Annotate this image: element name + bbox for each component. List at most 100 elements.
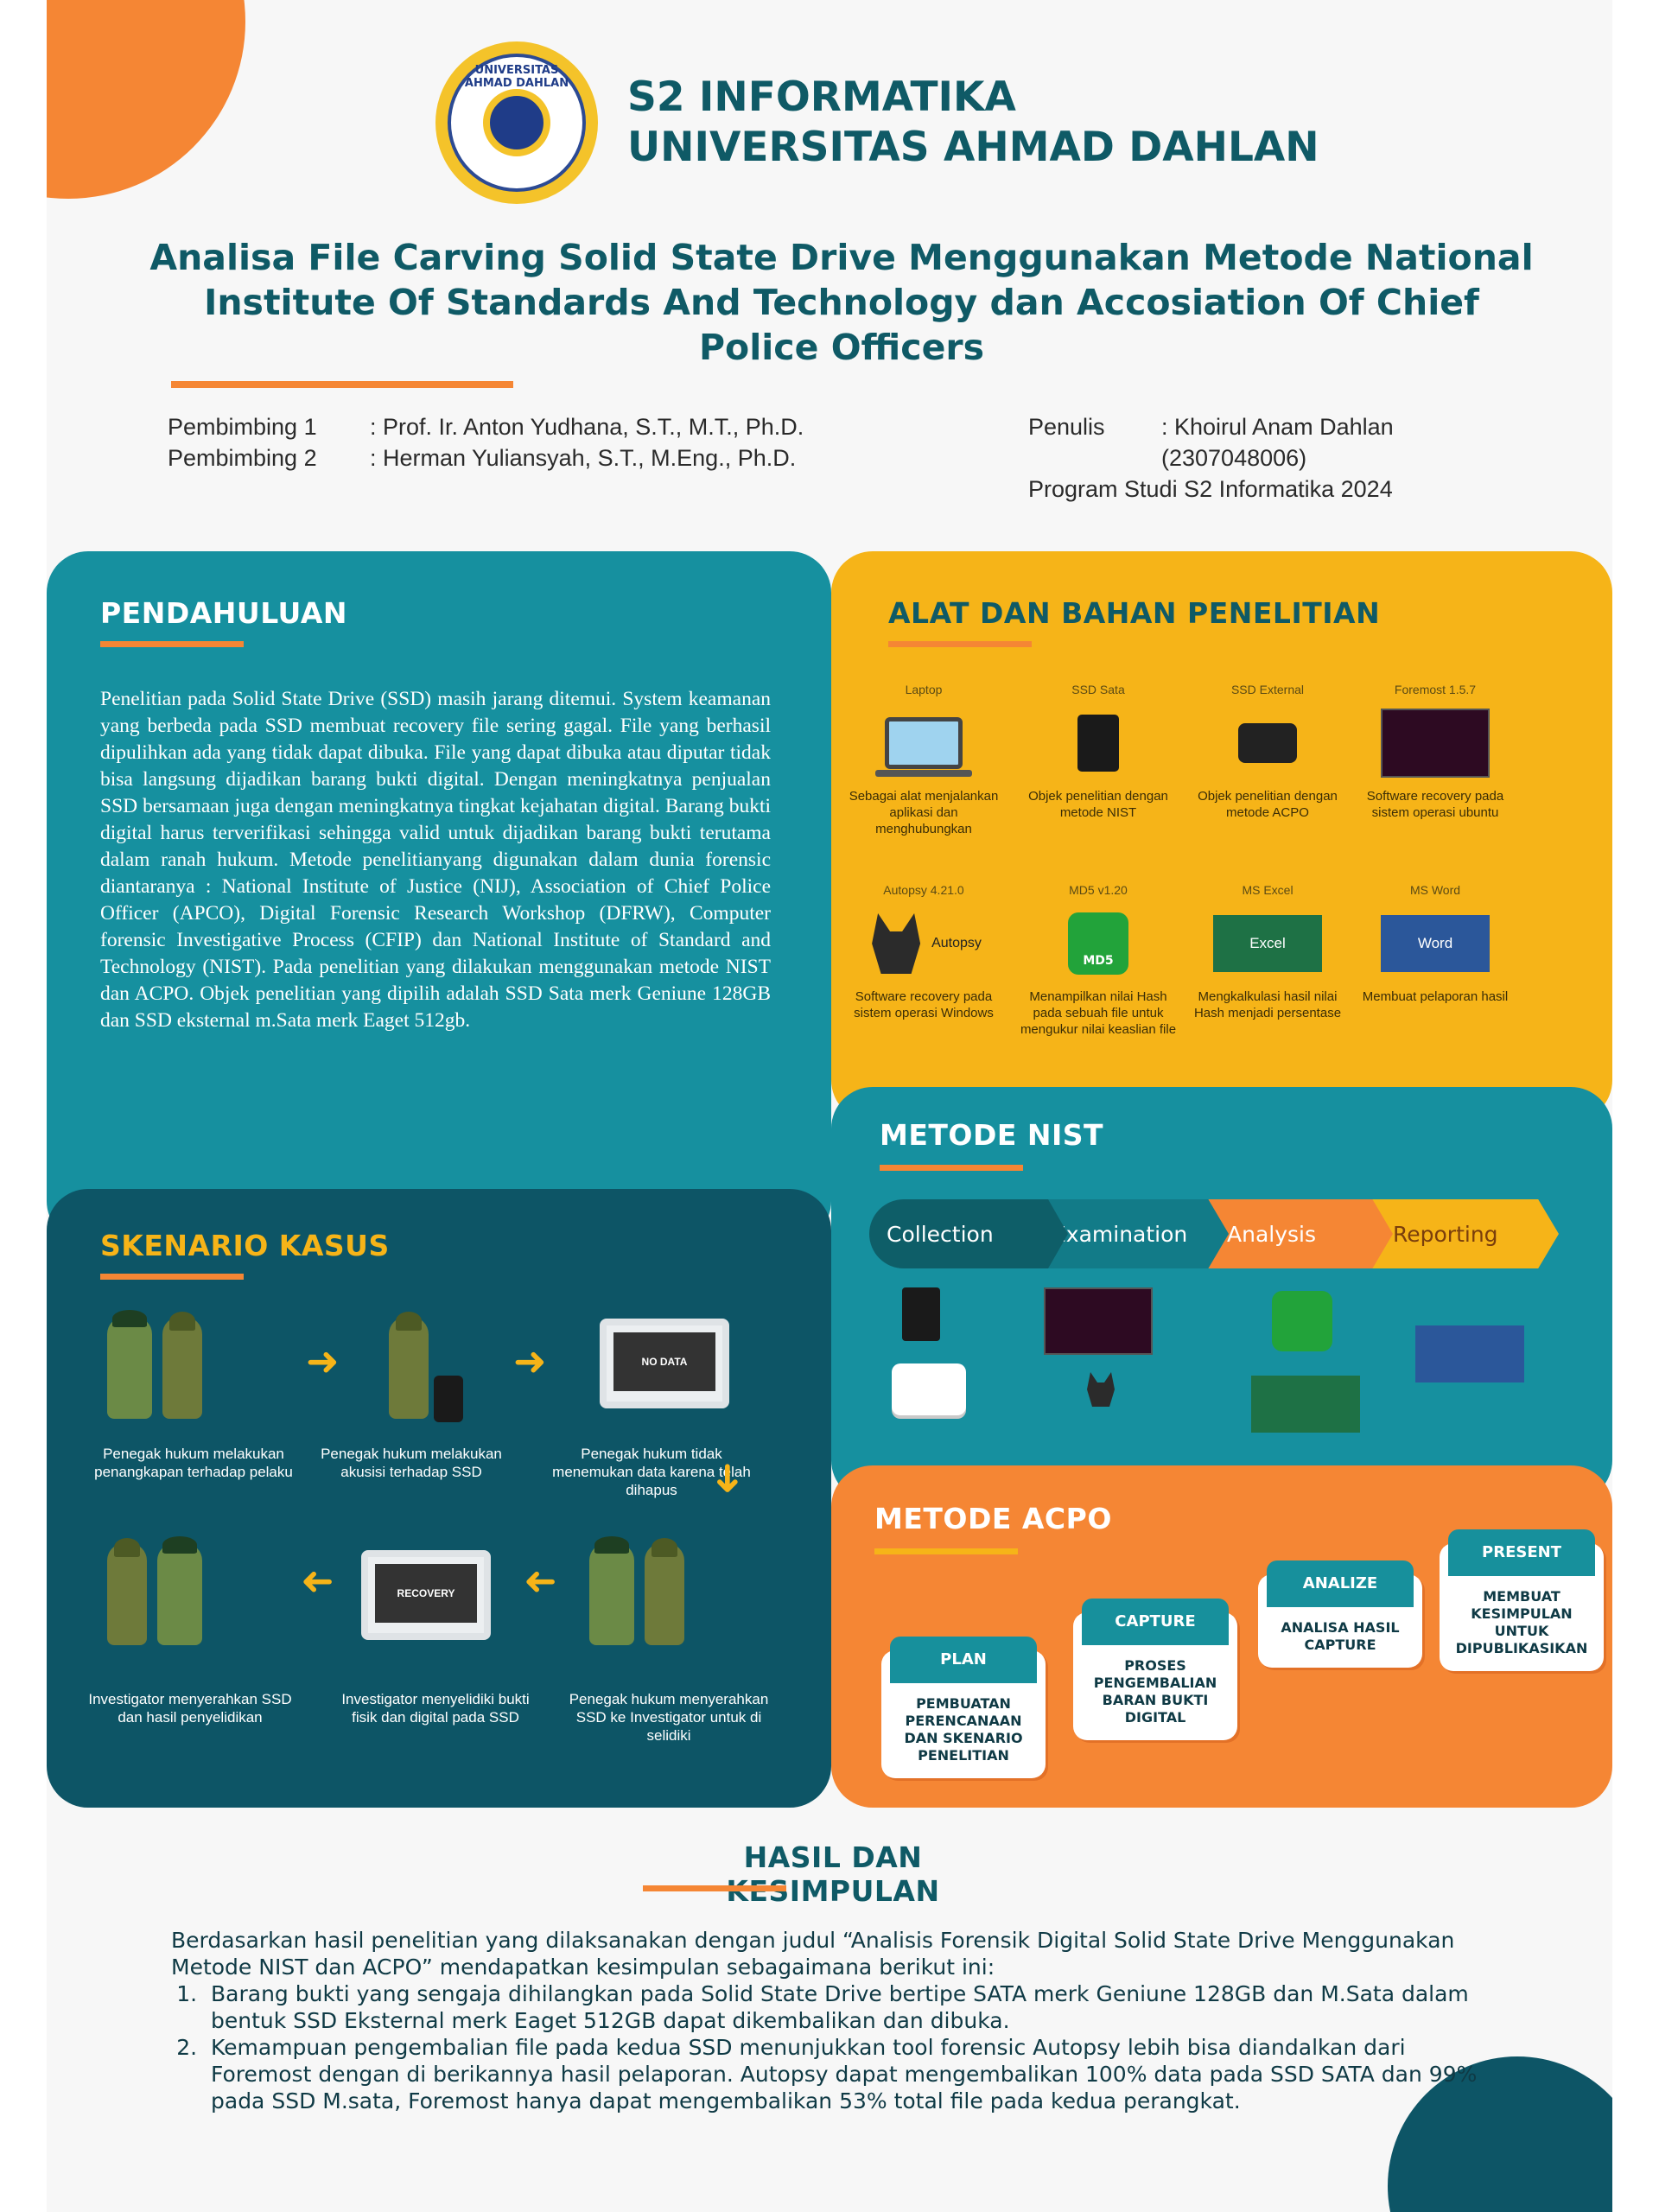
logo-emblem-icon [483, 89, 550, 156]
ssd-icon [902, 1287, 940, 1341]
pendahuluan-paragraph: Penelitian pada Solid State Drive (SSD) … [100, 688, 771, 1032]
hasil-point-1: Barang bukti yang sengaja dihilangkan pa… [204, 1980, 1484, 2034]
suspect-figure [107, 1310, 152, 1419]
skenario-heading: SKENARIO KASUS [100, 1229, 390, 1262]
hasil-heading: HASIL DAN KESIMPULAN [726, 1840, 940, 1908]
author-nim: (2307048006) [1161, 445, 1307, 471]
ssd-icon [1077, 715, 1119, 772]
author-name: : Khoirul Anam Dahlan [1161, 414, 1401, 440]
officer-figure [389, 1312, 429, 1419]
word-icon [1415, 1325, 1524, 1382]
author-label: Penulis [1028, 414, 1105, 440]
tool-word: MS Word Word Membuat pelaporan hasil [1362, 883, 1509, 1004]
arrest-illustration [102, 1310, 207, 1422]
terminal-icon [1381, 709, 1490, 778]
university-name: UNIVERSITAS AHMAD DAHLAN [627, 124, 1319, 171]
md5-lock-icon: MD5 [1068, 912, 1128, 975]
officer-figure [162, 1312, 202, 1419]
acpo-stage-present: PRESENT MEMBUAT KESIMPULAN UNTUK DIPUBLI… [1440, 1529, 1604, 1671]
transfer-illustration [584, 1536, 690, 1649]
logo-text: UNIVERSITAS AHMAD DAHLAN [464, 64, 569, 90]
handover-illustration [102, 1536, 207, 1649]
acpo-stage-capture: CAPTURE PROSES PENGEMBALIAN BARAN BUKTI … [1073, 1599, 1237, 1740]
laptop-icon: RECOVERY [361, 1550, 491, 1640]
arrow-left-icon: ➜ [301, 1557, 334, 1604]
word-icon: Word [1381, 915, 1490, 972]
laptop-icon [875, 717, 972, 777]
arrow-down-icon: ➜ [705, 1461, 753, 1496]
investigator-figure [157, 1536, 202, 1645]
officer-figure [645, 1538, 684, 1645]
dock-icon [892, 1363, 966, 1415]
tool-excel: MS Excel Excel Mengkalkulasi hasil nilai… [1193, 883, 1342, 1020]
poster-title: Analisa File Carving Solid State Drive M… [149, 237, 1534, 368]
autopsy-icon [872, 913, 921, 974]
acpo-heading: METODE ACPO [874, 1502, 1112, 1535]
alat-heading: ALAT DAN BAHAN PENELITIAN [888, 596, 1381, 630]
tool-laptop: Laptop Sebagai alat menjalankan aplikasi… [849, 683, 999, 836]
external-drive-icon [1238, 723, 1297, 763]
acpo-stage-plan: PLAN PEMBUATAN PERENCANAAN DAN SKENARIO … [881, 1637, 1046, 1778]
supervisor-2-name: : Herman Yuliansyah, S.T., M.Eng., Ph.D. [370, 445, 797, 471]
alat-bahan-panel: ALAT DAN BAHAN PENELITIAN Laptop Sebagai… [831, 551, 1612, 1122]
scenario-caption-1: Penegak hukum melakukan penangkapan terh… [94, 1446, 293, 1480]
nist-rule [880, 1165, 1023, 1171]
scenario-caption-3: Penegak hukum tidak menemukan data karen… [552, 1446, 751, 1498]
nist-steps: Reporting Analysis Examination Collectio… [869, 1199, 1560, 1268]
university-logo: UNIVERSITAS AHMAD DAHLAN [435, 41, 598, 204]
ssd-icon [434, 1376, 463, 1422]
investigator-figure [589, 1536, 634, 1645]
title-underline [171, 381, 513, 388]
pendahuluan-panel: PENDAHULUAN Penelitian pada Solid State … [47, 551, 831, 1243]
supervisors-block: Pembimbing 1 : Prof. Ir. Anton Yudhana, S… [168, 411, 810, 474]
decorative-circle-top [47, 0, 245, 199]
hasil-rule [643, 1885, 786, 1891]
skenario-rule [100, 1274, 244, 1280]
scenario-caption-5: Investigator menyelidiki bukti fisik dan… [341, 1691, 530, 1726]
md5-lock-icon [1272, 1291, 1332, 1351]
arrow-right-icon: ➜ [513, 1338, 547, 1384]
arrow-right-icon: ➜ [306, 1338, 340, 1384]
nist-panel: METODE NIST [831, 1087, 1612, 1502]
nist-step-collection: Collection [869, 1199, 1068, 1268]
acpo-panel: METODE ACPO PLAN PEMBUATAN PERENCANAAN D… [831, 1465, 1612, 1808]
officer-figure [107, 1538, 147, 1645]
pendahuluan-rule [100, 641, 244, 647]
autopsy-icon [1087, 1372, 1115, 1407]
tool-foremost: Foremost 1.5.7 Software recovery pada si… [1366, 683, 1504, 820]
laptop-icon: NO DATA [600, 1319, 729, 1408]
program-name: S2 INFORMATIKA [627, 73, 1016, 121]
supervisor-1-label: Pembimbing 1 [168, 414, 317, 440]
recovery-illustration: RECOVERY [361, 1550, 491, 1643]
author-program: Program Studi S2 Informatika 2024 [1028, 476, 1393, 502]
supervisor-1-name: : Prof. Ir. Anton Yudhana, S.T., M.T., P… [370, 414, 810, 440]
tool-md5: MD5 v1.20 MD5 Menampilkan nilai Hash pad… [1020, 883, 1177, 1037]
hasil-point-2: Kemampuan pengembalian file pada kedua S… [204, 2034, 1484, 2114]
skenario-panel: SKENARIO KASUS ➜ ➜ NO DATA Penegak hukum… [47, 1189, 831, 1808]
supervisor-2-label: Pembimbing 2 [168, 445, 317, 471]
nist-step-analysis: Analysis [1189, 1199, 1393, 1268]
scenario-caption-4: Investigator menyerahkan SSD dan hasil p… [88, 1691, 292, 1726]
alat-rule [888, 641, 1032, 647]
acpo-stage-analize: ANALIZE ANALISA HASIL CAPTURE [1258, 1560, 1422, 1668]
poster-header: UNIVERSITAS AHMAD DAHLAN S2 INFORMATIKA … [435, 41, 1319, 204]
hasil-intro: Berdasarkan hasil penelitian yang dilaks… [171, 1928, 1455, 1980]
tool-ssd-sata: SSD Sata Objek penelitian dengan metode … [1028, 683, 1168, 820]
author-block: Penulis : Khoirul Anam Dahlan (2307048006… [1028, 411, 1400, 505]
acpo-rule [874, 1548, 1018, 1554]
hasil-content: Berdasarkan hasil penelitian yang dilaks… [171, 1927, 1484, 2114]
terminal-icon [1044, 1287, 1153, 1355]
hasil-list: Barang bukti yang sengaja dihilangkan pa… [204, 1980, 1484, 2114]
scenario-caption-6: Penegak hukum menyerahkan SSD ke Investi… [569, 1691, 769, 1744]
scenario-caption-2: Penegak hukum melakukan akusisi terhadap… [321, 1446, 502, 1480]
pendahuluan-heading: PENDAHULUAN [100, 596, 347, 630]
poster: UNIVERSITAS AHMAD DAHLAN S2 INFORMATIKA … [47, 0, 1612, 2212]
no-data-illustration: NO DATA [600, 1319, 729, 1412]
arrow-left-icon: ➜ [524, 1557, 557, 1604]
tool-autopsy: Autopsy 4.21.0 Autopsy Software recovery… [854, 883, 994, 1020]
nist-heading: METODE NIST [880, 1118, 1104, 1152]
excel-icon: Excel [1213, 915, 1322, 972]
tool-ssd-external: SSD External Objek penelitian dengan met… [1198, 683, 1338, 820]
acquisition-illustration [384, 1312, 463, 1422]
excel-icon [1251, 1376, 1360, 1433]
